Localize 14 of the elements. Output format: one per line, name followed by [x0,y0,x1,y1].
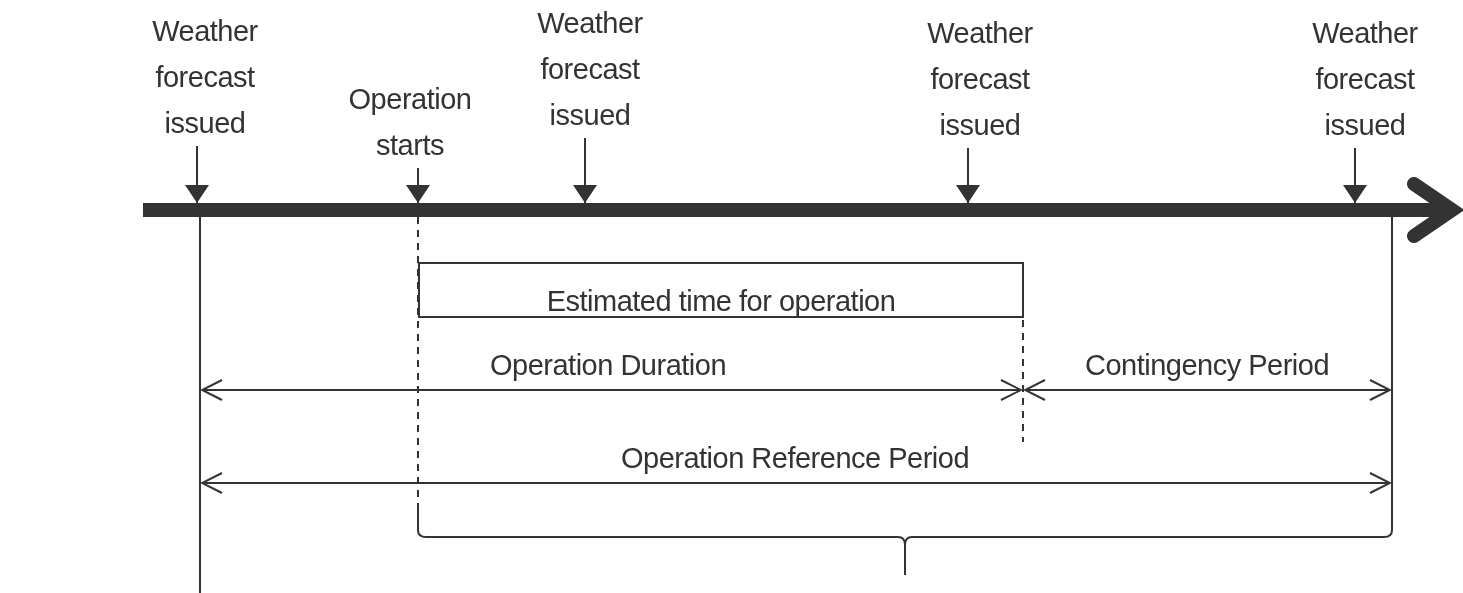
dimension-label: Contingency Period [1084,348,1330,382]
arrow [406,167,430,204]
operation-bar: Estimated time for operation [418,262,1024,318]
event-label: Weather forecast issued [135,8,275,146]
event-label: Operation starts [340,76,480,168]
arrow [573,137,597,204]
dimension-label: Operation Duration [490,348,726,382]
arrow [956,147,980,204]
event-label: Weather forecast issued [910,10,1050,148]
dimension-label: Operation Reference Period [620,441,970,475]
event-label: Weather forecast issued [520,0,660,138]
arrow [1343,147,1367,204]
arrow [185,145,209,204]
event-label: Weather forecast issued [1295,10,1435,148]
